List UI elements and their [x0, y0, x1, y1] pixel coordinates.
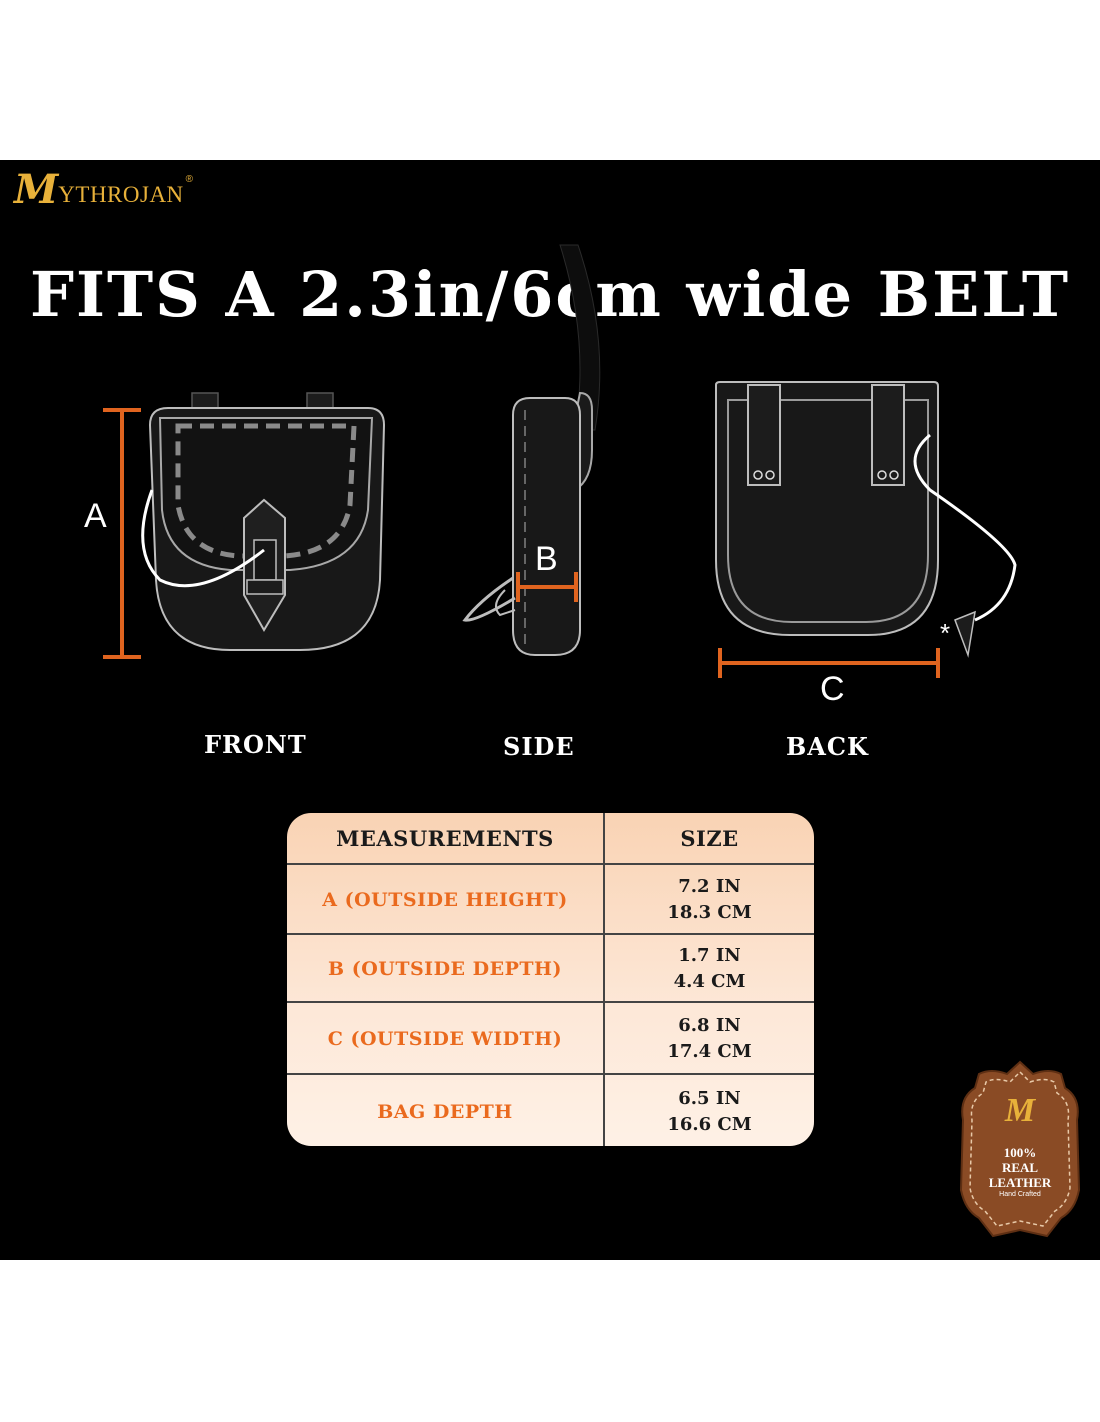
badge-line-3: LEATHER	[988, 1175, 1052, 1190]
badge-initial: M	[1004, 1092, 1036, 1129]
brand-logo: M YTHROJAN ®	[14, 170, 193, 210]
headline: FITS A 2.3in/6cm wide BELT	[29, 258, 1071, 331]
size-cm: 16.6 CM	[667, 1113, 752, 1135]
badge-line-4: Hand Crafted	[999, 1191, 1041, 1198]
svg-text:*: *	[940, 618, 950, 648]
measurements-table: MEASUREMENTS SIZE A (OUTSIDE HEIGHT) 7.2…	[287, 813, 814, 1146]
registered-mark: ®	[185, 174, 194, 185]
side-view-label: SIDE	[503, 732, 575, 761]
back-view-label: BACK	[786, 732, 869, 761]
table-row: A (OUTSIDE HEIGHT) 7.2 IN 18.3 CM	[287, 863, 814, 935]
front-view-illustration	[141, 392, 386, 651]
brand-logo-name: YTHROJAN	[58, 182, 184, 207]
back-view-illustration: *	[715, 381, 1017, 658]
dimension-c-label: C	[820, 670, 845, 708]
size-cm: 18.3 CM	[667, 902, 752, 923]
dimension-c-marker	[718, 648, 940, 678]
table-header-row: MEASUREMENTS SIZE	[287, 813, 814, 863]
side-view-illustration	[462, 244, 601, 656]
dimension-b-label: B	[535, 540, 558, 578]
size-inches: 6.8 IN	[678, 1015, 741, 1036]
dimension-a-label: A	[84, 497, 107, 535]
dimension-a-marker	[103, 408, 141, 659]
measurements-column-header: MEASUREMENTS	[336, 825, 554, 851]
dimension-b-marker	[516, 572, 578, 602]
product-panel: M YTHROJAN ® FITS A 2.3in/6cm wide BELT	[0, 160, 1100, 1260]
bag-diagrams: *	[103, 244, 1017, 678]
badge-line-2: REAL	[1001, 1160, 1039, 1175]
size-inches: 1.7 IN	[678, 945, 741, 966]
measurement-label: C (OUTSIDE WIDTH)	[327, 1028, 563, 1050]
size-inches: 7.2 IN	[678, 876, 741, 897]
size-inches: 6.5 IN	[678, 1087, 741, 1109]
size-cm: 4.4 CM	[673, 971, 746, 992]
brand-logo-initial: M	[14, 166, 59, 213]
measurement-label: BAG DEPTH	[377, 1100, 513, 1123]
badge-line-1: 100%	[1003, 1145, 1037, 1160]
front-view-label: FRONT	[204, 730, 307, 759]
measurement-label: A (OUTSIDE HEIGHT)	[322, 889, 568, 911]
leather-badge	[959, 1060, 1081, 1238]
measurement-label: B (OUTSIDE DEPTH)	[328, 958, 562, 980]
table-row: BAG DEPTH 6.5 IN 16.6 CM	[287, 1073, 814, 1146]
table-row: B (OUTSIDE DEPTH) 1.7 IN 4.4 CM	[287, 933, 814, 1003]
table-row: C (OUTSIDE WIDTH) 6.8 IN 17.4 CM	[287, 1001, 814, 1075]
size-cm: 17.4 CM	[667, 1041, 752, 1062]
size-column-header: SIZE	[680, 825, 739, 851]
